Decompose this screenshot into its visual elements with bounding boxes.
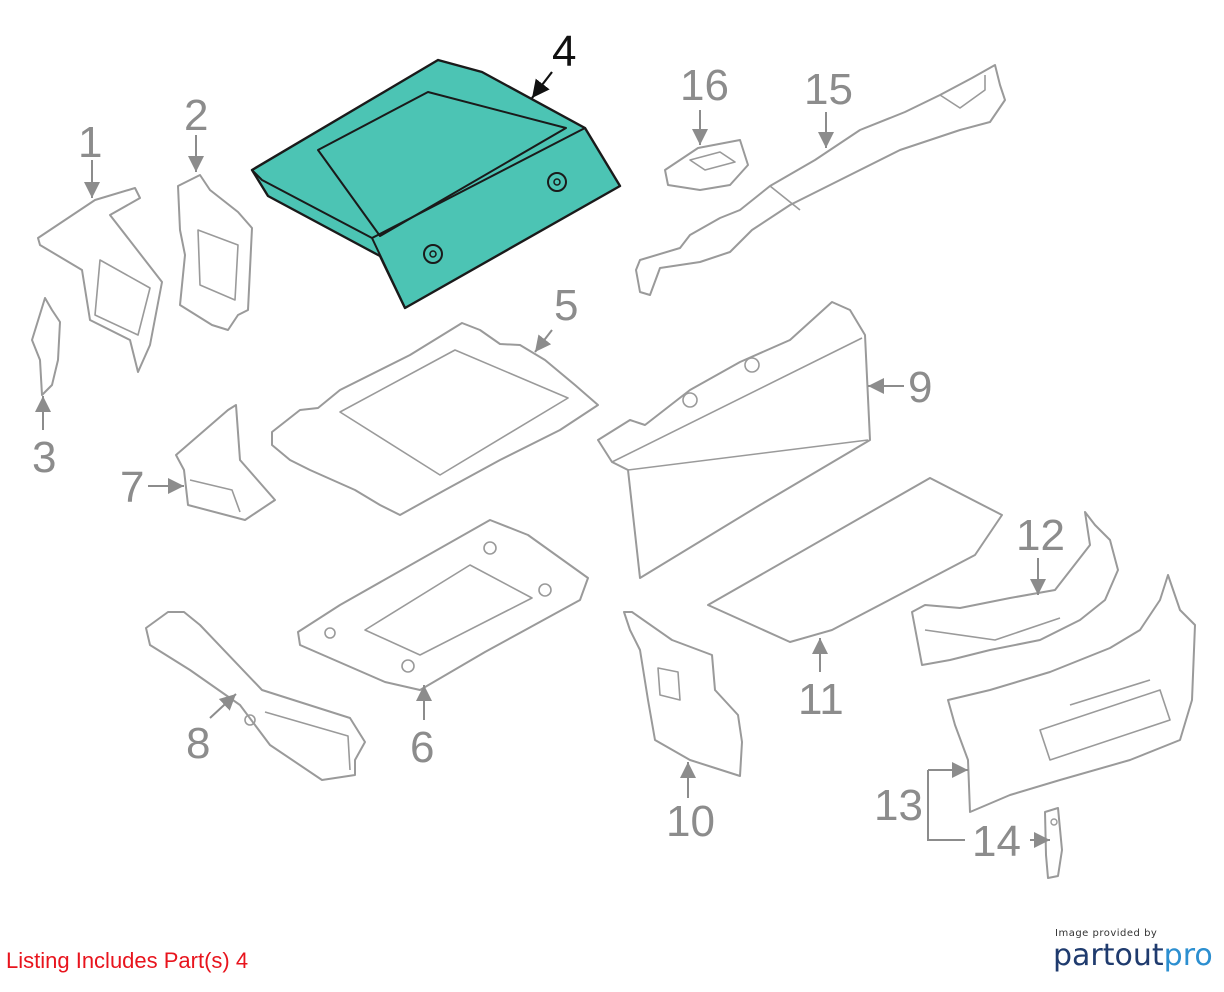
part-16-shape [664,139,749,191]
callout-3: 3 [32,433,56,482]
part-1-shape [37,187,163,373]
callout-14: 14 [972,817,1021,866]
leader-4 [531,71,553,99]
callout-7: 7 [120,463,144,512]
part-5-shape [271,322,599,516]
callout-1: 1 [78,118,102,167]
callout-4[interactable]: 4 [552,27,576,76]
brand-part2: pro [1163,938,1213,973]
callout-5: 5 [554,281,578,330]
part-3-shape [31,297,61,396]
callout-8: 8 [186,719,210,768]
part-2-shape [177,174,253,331]
image-credit-label: Image provided by [1055,928,1158,939]
callout-13: 13 [874,781,923,830]
part-9-shape [597,301,871,579]
callout-9: 9 [908,363,932,412]
callout-15: 15 [804,65,853,114]
part-13-shape [947,574,1196,813]
callout-2: 2 [184,91,208,140]
part-8-shape [145,611,366,781]
part-6-shape [297,519,589,691]
part-4-shape[interactable] [250,58,622,310]
brand-part1: partout [1053,938,1164,973]
callout-6: 6 [410,723,434,772]
leader-13 [927,770,965,841]
part-10-shape [623,611,743,777]
part-7-shape [175,404,276,521]
callout-16: 16 [680,61,729,110]
callout-12: 12 [1016,511,1065,560]
callout-10: 10 [666,797,715,846]
leader-8 [209,693,237,719]
part-12-shape [911,511,1119,666]
leader-5 [534,329,553,353]
part-15-shape [635,64,1006,296]
part-11-shape [707,477,1003,643]
listing-includes-text: Listing Includes Part(s) 4 [6,948,249,973]
partoutpro-logo[interactable]: partoutpro [1053,938,1213,973]
part-14-shape [1044,807,1063,879]
callout-11: 11 [798,675,844,724]
